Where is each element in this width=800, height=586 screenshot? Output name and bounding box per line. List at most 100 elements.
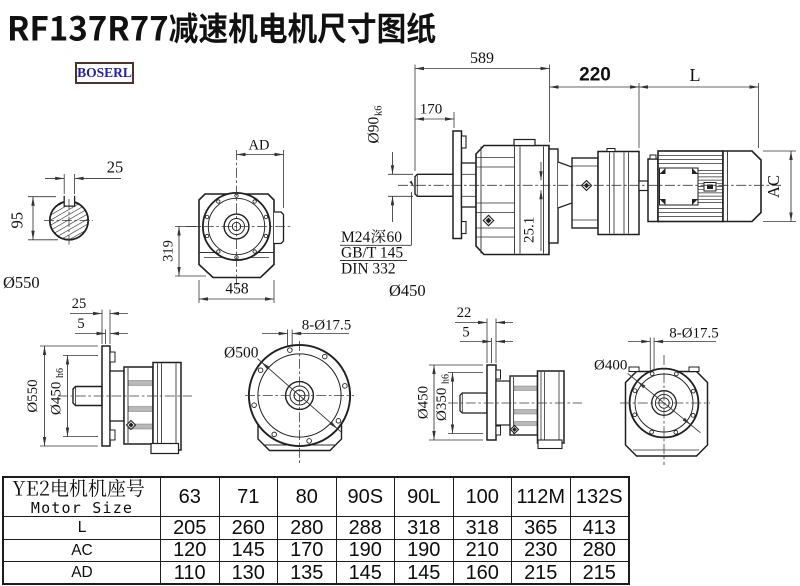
table-col-header: 100 bbox=[452, 476, 512, 517]
table-cell: 190 bbox=[394, 538, 454, 562]
dim-label-d90-tol: k6 bbox=[374, 106, 385, 117]
table-cell: 190 bbox=[335, 538, 395, 562]
table-cell: 365 bbox=[511, 516, 571, 540]
dim-170: 170 bbox=[415, 102, 455, 128]
dim-458: 458 bbox=[198, 280, 275, 303]
dim-label-5: 5 bbox=[77, 316, 84, 332]
dim-flange-dia-450: Ø450 bbox=[416, 364, 483, 441]
dim-flange-thick-25: 25 bbox=[70, 296, 128, 344]
dim-spigot-5-small: 5 bbox=[460, 325, 513, 363]
dim-spigot-dia-450: Ø450 h6 bbox=[49, 355, 98, 437]
dim-label-458: 458 bbox=[225, 281, 249, 298]
dim-25-1: 25.1 bbox=[522, 162, 543, 251]
table-cell: 130 bbox=[218, 561, 278, 585]
table-col-header: 90S bbox=[335, 476, 395, 517]
table-cell: 120 bbox=[160, 538, 220, 562]
dim-label-170: 170 bbox=[420, 102, 443, 118]
motor-fan-cowl bbox=[722, 150, 762, 223]
note-din: DIN 332 bbox=[341, 261, 396, 278]
note-center-hole: M24 60 GB/T 145 DIN 332 bbox=[340, 180, 415, 278]
table-cell: 210 bbox=[452, 538, 512, 562]
dim-shaft-95: 95 bbox=[8, 196, 58, 241]
dim-label-d350-tol: h6 bbox=[441, 374, 452, 384]
dim-length-l: L bbox=[639, 65, 759, 148]
table-cell: 215 bbox=[569, 561, 630, 585]
table-cell: 145 bbox=[394, 561, 454, 585]
dim-label-d350: Ø350 bbox=[434, 388, 450, 421]
shaft-section-view: 25 95 Ø550 bbox=[3, 158, 123, 293]
gearbox-body-side bbox=[475, 144, 550, 256]
label-d400: Ø400 bbox=[594, 358, 627, 374]
dim-label-25-1: 25.1 bbox=[522, 217, 538, 243]
dim-label-l: L bbox=[690, 65, 701, 85]
dim-motor-ac: AC bbox=[763, 150, 796, 222]
table-header-cell: Motor Size bbox=[2, 476, 161, 517]
table-cell: 160 bbox=[452, 561, 512, 585]
table-cell: 230 bbox=[511, 538, 571, 562]
dim-label-d550: Ø550 bbox=[25, 379, 41, 412]
note-gbt: GB/T 145 bbox=[341, 245, 403, 262]
dim-label-22: 22 bbox=[457, 305, 472, 321]
table-cell: 280 bbox=[569, 538, 630, 562]
dim-label-ad: AD bbox=[249, 138, 270, 154]
gearbox-front-view: AD 319 458 bbox=[161, 138, 292, 303]
dim-spigot-5: 5 bbox=[75, 316, 128, 344]
table-cell: 318 bbox=[394, 516, 454, 540]
dim-flange-dia-550: Ø550 bbox=[25, 345, 98, 447]
dim-label-d450: Ø450 bbox=[49, 382, 65, 415]
assembly-side-view: 589 170 Ø90 k6 M24 60 GB/T 145 DIN 332 Ø… bbox=[340, 50, 796, 300]
dim-label-shaft-95: 95 bbox=[8, 212, 27, 229]
dim-label-319: 319 bbox=[161, 240, 177, 262]
table-header-cn-glyphs-svg bbox=[12, 479, 145, 498]
dim-label-ac: AC bbox=[764, 175, 783, 198]
table-cell: 135 bbox=[277, 561, 337, 585]
note-m24-pre: M24 bbox=[341, 229, 371, 246]
dim-label-keyway-width: 25 bbox=[107, 158, 124, 177]
table-cell: 280 bbox=[277, 516, 337, 540]
table-cell: 145 bbox=[218, 538, 278, 562]
note-m24-cjk bbox=[371, 229, 386, 244]
table-cell: 170 bbox=[277, 538, 337, 562]
note-m24-post: 60 bbox=[387, 229, 403, 246]
dim-label-d450b: Ø450 bbox=[416, 386, 432, 419]
dim-bolt-holes-400: 8-Ø17.5 bbox=[628, 326, 719, 372]
dim-label-8-17-5: 8-Ø17.5 bbox=[302, 318, 352, 334]
table-cell: 288 bbox=[335, 516, 395, 540]
table-cell: 413 bbox=[569, 516, 630, 540]
table-header-en: Motor Size bbox=[30, 499, 134, 517]
gear-adapter-body bbox=[597, 150, 640, 236]
flange-side-view-small: 22 5 Ø450 Ø350 h6 bbox=[416, 305, 582, 450]
dim-label-8-17-5b: 8-Ø17.5 bbox=[669, 326, 719, 342]
table-row-label: AD bbox=[2, 561, 161, 585]
dim-label-5b: 5 bbox=[462, 325, 469, 341]
dim-ad: AD bbox=[236, 138, 284, 208]
table-cell: 318 bbox=[452, 516, 512, 540]
table-cell: 110 bbox=[160, 561, 220, 585]
table-header-cn-glyphs bbox=[12, 479, 145, 498]
table-cell: 205 bbox=[160, 516, 220, 540]
label-d500: Ø500 bbox=[224, 345, 259, 362]
label-flange-dia-550: Ø550 bbox=[3, 273, 40, 292]
dim-label-d90: Ø90 bbox=[366, 117, 383, 144]
dim-label-25: 25 bbox=[72, 296, 87, 312]
table-cell: 260 bbox=[218, 516, 278, 540]
flange-side-view-large: 25 5 Ø550 Ø450 h6 bbox=[25, 296, 192, 455]
dim-keyway-width: 25 bbox=[45, 158, 124, 194]
table-col-header: 63 bbox=[160, 476, 220, 517]
brand-logo-text: BOSERL bbox=[77, 65, 132, 80]
table-col-header: 90L bbox=[394, 476, 454, 517]
table-col-header: 132S bbox=[569, 476, 630, 517]
table-col-header: 80 bbox=[277, 476, 337, 517]
dim-220: 220 bbox=[549, 65, 640, 148]
dim-589: 589 bbox=[414, 50, 550, 171]
table-col-header: 112M bbox=[511, 476, 571, 517]
label-flange-450: Ø450 bbox=[389, 281, 426, 300]
dim-shaft-dia-90: Ø90 k6 bbox=[366, 106, 413, 222]
table-row-label: L bbox=[2, 516, 161, 540]
